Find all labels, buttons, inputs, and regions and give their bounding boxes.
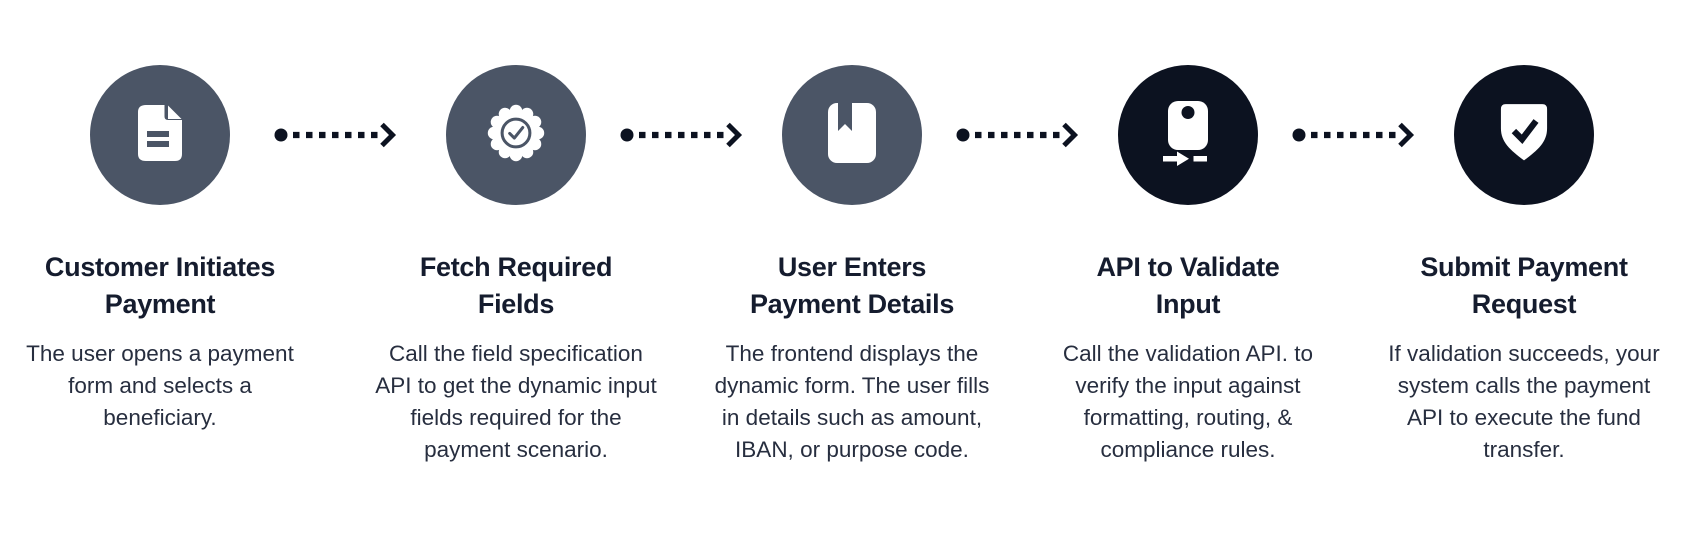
step-description: The frontend displays the dynamic form. … bbox=[714, 341, 990, 462]
flow-arrow bbox=[620, 121, 748, 149]
step-title: Submit Payment Request bbox=[1420, 252, 1628, 319]
step-title: Fetch Required Fields bbox=[419, 252, 613, 319]
step-title: API to Validate Input bbox=[1096, 252, 1280, 319]
document-icon bbox=[137, 104, 183, 167]
flow-step: Submit Payment Request If validation suc… bbox=[1374, 65, 1674, 552]
step-circle bbox=[1454, 65, 1594, 205]
flow-step: Fetch Required Fields Call the field spe… bbox=[366, 65, 666, 552]
step-description: Call the validation API. to verify the i… bbox=[1062, 341, 1314, 462]
flow-arrow bbox=[1292, 121, 1420, 149]
step-description: Call the field specification API to get … bbox=[375, 341, 657, 462]
device-input-arrow-icon bbox=[1162, 100, 1214, 171]
badge-check-icon bbox=[484, 101, 548, 170]
step-title: User Enters Payment Details bbox=[749, 252, 955, 319]
flow-arrow bbox=[956, 121, 1084, 149]
flow-step: API to Validate Input Call the validatio… bbox=[1038, 65, 1338, 552]
step-description: If validation succeeds, your system call… bbox=[1388, 341, 1660, 462]
shield-check-icon bbox=[1499, 102, 1549, 169]
step-title: Customer Initiates Payment bbox=[44, 252, 276, 319]
book-bookmark-icon bbox=[828, 102, 876, 168]
flow-step: User Enters Payment Details The frontend… bbox=[702, 65, 1002, 552]
step-circle bbox=[446, 65, 586, 205]
step-circle bbox=[782, 65, 922, 205]
flow-arrow bbox=[274, 121, 402, 149]
step-circle bbox=[1118, 65, 1258, 205]
step-description: The user opens a payment form and select… bbox=[26, 341, 294, 430]
flow-step: Customer Initiates Payment The user open… bbox=[10, 65, 310, 552]
step-circle bbox=[90, 65, 230, 205]
